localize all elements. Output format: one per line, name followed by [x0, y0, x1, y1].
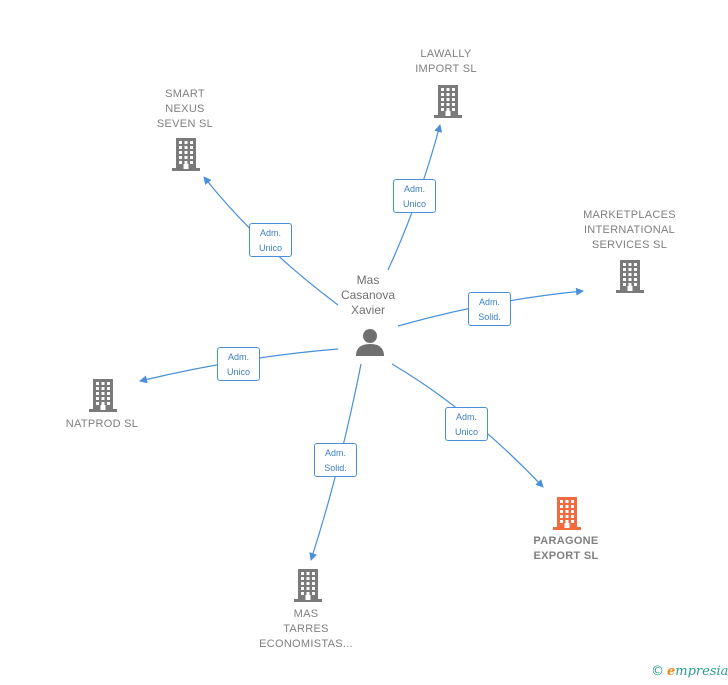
role-badge-line: Solid. — [324, 463, 347, 473]
center-person-label: Mas Casanova Xavier — [340, 273, 396, 317]
building-icon[interactable] — [292, 568, 324, 602]
empresia-watermark: ©empresia — [651, 664, 728, 679]
role-badge: Adm. Unico — [217, 347, 260, 381]
node-label-natprod[interactable]: NATPROD SL — [65, 418, 139, 430]
role-badge-line: Adm. — [324, 448, 346, 458]
node-label-paragone[interactable]: PARAGONE EXPORT SL — [533, 535, 599, 562]
role-badge-line: Unico — [402, 199, 426, 209]
role-badge-line: Adm. — [478, 297, 500, 307]
role-badge: Adm. Solid. — [468, 292, 511, 326]
role-badge: Adm. Unico — [445, 407, 488, 441]
person-icon[interactable] — [355, 327, 385, 357]
brand-name: mpresia — [675, 664, 728, 679]
role-badge-line: Adm. — [455, 412, 477, 422]
building-icon[interactable] — [614, 259, 646, 293]
role-badge-line: Solid. — [478, 312, 501, 322]
role-badge-line: Unico — [258, 243, 282, 253]
role-badge: Adm. Unico — [393, 179, 436, 213]
node-label-mas-tarres[interactable]: MAS TARRES ECONOMISTAS... — [259, 608, 353, 650]
role-badge-line: Adm. — [227, 352, 249, 362]
role-badge: Adm. Solid. — [314, 443, 357, 477]
copyright-icon: © — [651, 664, 664, 679]
node-label-smart-nexus[interactable]: SMART NEXUS SEVEN SL — [156, 88, 214, 130]
building-icon[interactable] — [551, 496, 583, 530]
node-label-lawally[interactable]: LAWALLY IMPORT SL — [415, 48, 477, 75]
role-badge-line: Adm. — [403, 184, 425, 194]
building-icon[interactable] — [432, 84, 464, 118]
building-icon[interactable] — [87, 378, 119, 412]
role-badge-line: Unico — [226, 367, 250, 377]
role-badge: Adm. Unico — [249, 223, 292, 257]
role-badge-line: Unico — [454, 427, 478, 437]
building-icon[interactable] — [170, 137, 202, 171]
brand-initial: e — [667, 664, 676, 679]
node-label-marketplaces[interactable]: MARKETPLACES INTERNATIONAL SERVICES SL — [583, 209, 676, 251]
role-badge-line: Adm. — [259, 228, 281, 238]
